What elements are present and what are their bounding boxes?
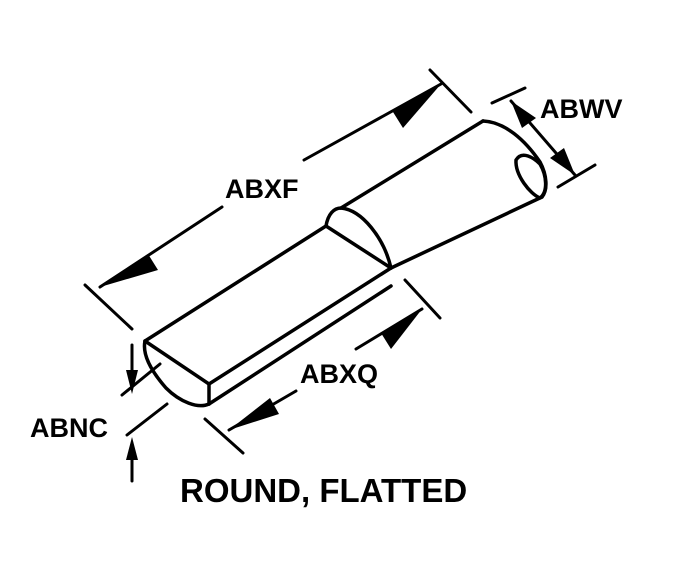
abwv-arrowhead-top [511, 101, 536, 128]
flat-face-near-edge [207, 266, 393, 386]
abnc-label: ABNC [30, 413, 108, 443]
abxq-arrowhead-right [381, 309, 422, 349]
abwv-label: ABWV [540, 94, 623, 124]
abxq-extension-right [403, 278, 442, 320]
flatted-end-bottom-edge [207, 284, 393, 406]
abnc-extension-top [120, 362, 162, 397]
abwv-arrowhead-bottom [550, 148, 575, 175]
round-section-bottom-edge [389, 195, 544, 270]
abxf-arrowhead-left [100, 254, 158, 287]
abwv-extension-bottom [556, 163, 597, 189]
shoulder-curve [324, 206, 393, 270]
abxf-line-right [302, 82, 443, 162]
abxf-label: ABXF [225, 174, 299, 204]
abxf-extension-right [428, 68, 473, 114]
flat-face-far-edge [143, 224, 328, 343]
abxq-label: ABXQ [300, 359, 378, 389]
flat-face-right-edge [324, 224, 393, 270]
abwv-extension-top [490, 86, 527, 105]
abxf-dimension: ABXF [83, 68, 473, 331]
abnc-arrowhead-bottom [126, 437, 138, 460]
flat-face-left-edge [143, 339, 211, 386]
abxq-dimension: ABXQ [203, 278, 442, 455]
flatted-end-outline [142, 339, 211, 408]
abxq-extension-left [203, 417, 245, 455]
diagram-caption: ROUND, FLATTED [180, 472, 467, 509]
abxf-arrowhead-right [393, 84, 441, 128]
round-section-top-edge [339, 119, 485, 210]
abxq-arrowhead-left [229, 398, 279, 430]
abnc-arrowhead-top [126, 370, 138, 394]
abwv-dimension: ABWV [490, 86, 623, 189]
abnc-extension-bottom [125, 402, 169, 437]
right-end-face [514, 153, 548, 200]
abxf-extension-left [83, 283, 134, 331]
part-body [142, 119, 548, 408]
abnc-dimension: ABNC [30, 343, 169, 483]
